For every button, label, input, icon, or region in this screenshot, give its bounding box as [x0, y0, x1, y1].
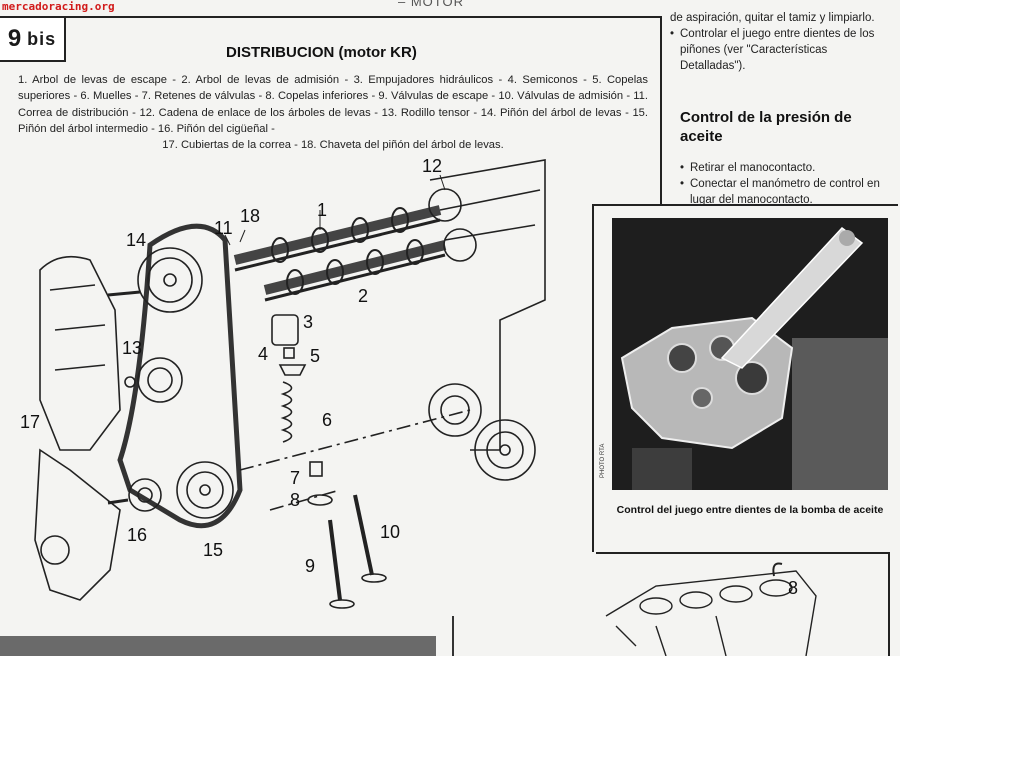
- callout-5: 5: [310, 346, 321, 366]
- callout-12: 12: [422, 156, 443, 176]
- bullet-item: • Conectar el manómetro de control en lu…: [680, 176, 890, 208]
- bottom-photo-strip: [0, 636, 436, 656]
- callout-15: 15: [203, 540, 224, 560]
- legend-body: 1. Arbol de levas de escape - 2. Arbol d…: [18, 74, 648, 135]
- callout-11: 11: [214, 218, 233, 238]
- section-suffix: bis: [27, 28, 57, 49]
- bullet-dot: •: [680, 178, 685, 190]
- legend-last-line: 17. Cubiertas de la correa - 18. Chaveta…: [162, 139, 504, 152]
- callout-14: 14: [126, 230, 147, 250]
- page-header-partial: – MOTOR: [398, 0, 464, 9]
- section-badge: 9 bis: [0, 16, 66, 62]
- watermark: mercadoracing.org: [2, 0, 115, 13]
- section-heading: Control de la presión de aceite: [680, 109, 852, 145]
- block-drawing-frame: [596, 552, 890, 656]
- callout-18: 18: [240, 206, 261, 226]
- continuation-text: de aspiración, quitar el tamiz y limpiar…: [670, 12, 875, 24]
- callout-2: 2: [358, 286, 369, 306]
- divider-line: [452, 616, 454, 656]
- bullet-text: Conectar el manómetro de control en luga…: [690, 178, 880, 206]
- oil-pump-photo: [612, 218, 888, 490]
- callout-8: 8: [290, 490, 301, 510]
- right-column-steps: • Retirar el manocontacto. • Conectar el…: [680, 160, 890, 208]
- callout-17: 17: [20, 412, 41, 432]
- photo-caption: Control del juego entre dientes de la bo…: [616, 504, 884, 516]
- callout-7: 7: [290, 468, 301, 488]
- section-number: 9: [7, 25, 23, 52]
- bullet-dot: •: [670, 28, 675, 40]
- photo-credit: PHOTO RTA: [600, 443, 606, 478]
- parts-legend: 1. Arbol de levas de escape - 2. Arbol d…: [18, 72, 648, 153]
- bullet-text: Retirar el manocontacto.: [690, 162, 816, 174]
- bullet-dot: •: [680, 162, 685, 174]
- callout-4: 4: [258, 344, 269, 364]
- left-panel-frame: [0, 16, 662, 204]
- callout-13: 13: [122, 338, 143, 358]
- callout-3: 3: [303, 312, 314, 332]
- callout-6: 6: [322, 410, 333, 430]
- bullet-item: • Controlar el juego entre dientes de lo…: [670, 26, 892, 74]
- timing-exploded-diagram: [34, 159, 546, 609]
- bullet-text: Controlar el juego entre dientes de los …: [680, 28, 875, 72]
- bullet-item: • Retirar el manocontacto.: [680, 160, 890, 176]
- block-callout-8: 8: [788, 578, 799, 598]
- callout-1: 1: [317, 200, 328, 220]
- engine-block-drawing: [605, 562, 817, 656]
- callout-9: 9: [305, 556, 316, 576]
- callout-10: 10: [380, 522, 401, 542]
- callout-16: 16: [127, 525, 148, 545]
- right-column-top: de aspiración, quitar el tamiz y limpiar…: [670, 10, 892, 74]
- page-title: DISTRIBUCION (motor KR): [226, 44, 417, 61]
